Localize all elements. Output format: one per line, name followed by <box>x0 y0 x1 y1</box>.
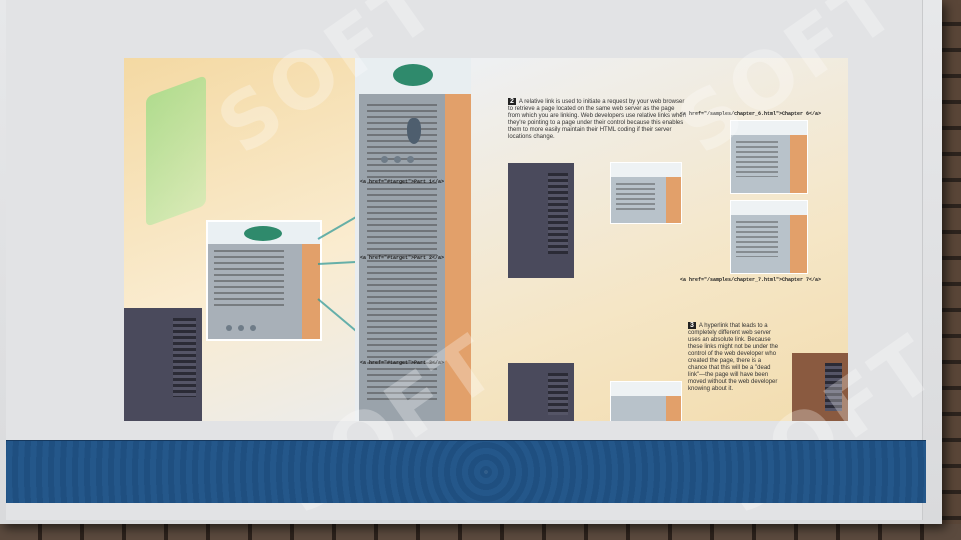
slide: <a href="#target">Part 1</a> <a href="#t… <box>0 0 955 532</box>
web-page-icon <box>610 381 682 421</box>
server-icon <box>508 363 574 421</box>
web-page-icon <box>730 120 808 194</box>
slide-surface: <a href="#target">Part 1</a> <a href="#t… <box>6 0 955 532</box>
link-label-chapter-6: <a href="/samples/chapter_6.html">Chapte… <box>680 111 822 117</box>
callout-3-text: A hyperlink that leads to a completely d… <box>688 323 779 392</box>
callout-3-number: 3 <box>688 322 696 329</box>
book-figure: <a href="#target">Part 1</a> <a href="#t… <box>124 58 848 421</box>
callout-2-number: 2 <box>508 98 516 105</box>
link-label-part-3: <a href="#target">Part 3</a> <box>360 360 445 366</box>
server-icon <box>792 353 848 421</box>
web-page-icon <box>730 200 808 274</box>
callout-2-text: A relative link is used to initiate a re… <box>508 99 686 140</box>
link-label-part-1: <a href="#target">Part 1</a> <box>360 179 445 185</box>
web-page-long <box>355 58 471 421</box>
link-label-part-2: <a href="#target">Part 2</a> <box>360 255 445 261</box>
title-band <box>6 440 926 503</box>
brick-wall-bottom <box>0 524 961 540</box>
web-page-icon <box>610 162 682 224</box>
logo-mark-icon <box>146 75 206 227</box>
link-label-chapter-7: <a href="/samples/chapter_7.html">Chapte… <box>680 277 822 283</box>
server-icon <box>124 308 202 421</box>
server-icon <box>508 163 574 278</box>
web-page-icon <box>206 220 322 341</box>
